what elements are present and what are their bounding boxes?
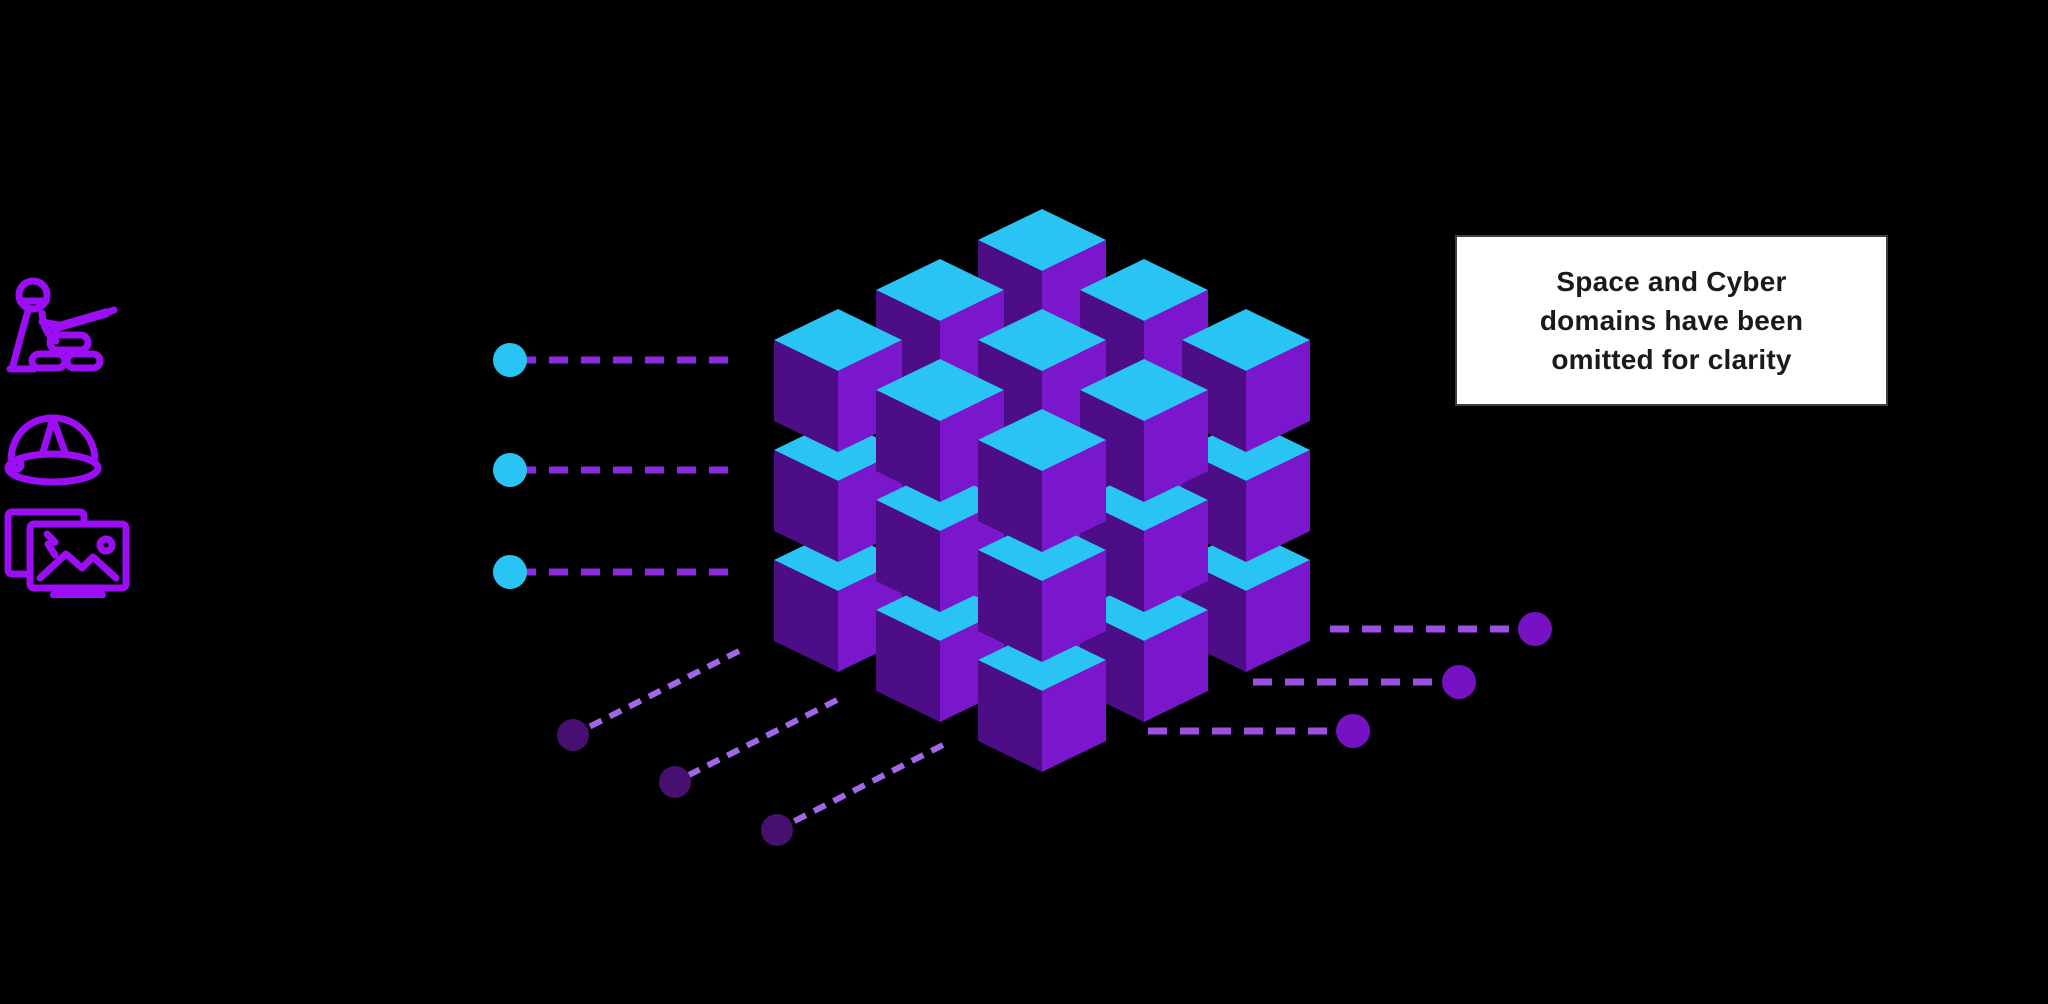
soldier-back	[8, 307, 32, 373]
cube-left-face	[774, 450, 838, 562]
soldier-rifle	[49, 308, 111, 333]
mountains-glyph	[36, 550, 120, 582]
cube-left-face	[876, 610, 940, 722]
lightning-glyph	[43, 530, 59, 559]
cube-stack	[774, 209, 1310, 772]
note-line-1: Space and Cyber	[1556, 266, 1787, 297]
callout-dot	[1442, 665, 1476, 699]
cube-right-face	[1042, 550, 1106, 662]
callout-lines	[493, 343, 1552, 846]
sandbag-bottom-right	[63, 350, 104, 372]
soldier-sniper-strokes	[6, 277, 118, 373]
callout-dot	[493, 555, 527, 589]
cube-right-face	[1246, 450, 1310, 562]
note-box: Space and Cyber domains have been omitte…	[1455, 235, 1888, 406]
cube-right-face	[1042, 660, 1106, 772]
cube-right-face	[1042, 440, 1106, 552]
helmet-seam-right	[49, 415, 69, 456]
monitor-image-strokes	[4, 508, 130, 598]
callout-dot	[557, 719, 589, 751]
callout-dot	[761, 814, 793, 846]
cube-right-face	[1144, 610, 1208, 722]
combat-helmet-strokes	[4, 414, 102, 486]
cube-right-face	[1144, 500, 1208, 612]
monitor-image-icon	[4, 508, 130, 598]
helmet-strap-knob	[9, 457, 25, 473]
callout-dot	[1336, 714, 1370, 748]
right-callout-group	[1148, 612, 1552, 748]
cube-right-face	[1246, 560, 1310, 672]
cube-left-face	[774, 560, 838, 672]
cube-right-face	[1246, 340, 1310, 452]
sun-glyph	[96, 535, 116, 555]
cube-left-face	[978, 550, 1042, 662]
callout-dash-line	[673, 697, 839, 785]
callout-dash-line	[571, 648, 741, 738]
left-callout-group	[493, 343, 728, 589]
soldier-sniper-icon	[6, 277, 118, 373]
sandbag-bottom-left	[28, 350, 69, 372]
combat-helmet-icon	[4, 414, 102, 486]
cube-left-face	[978, 660, 1042, 772]
cube-left-face	[978, 440, 1042, 552]
callout-dot	[493, 343, 527, 377]
helmet-brim	[4, 450, 102, 486]
soldier-head	[15, 277, 51, 313]
callout-dash-line	[775, 742, 945, 833]
callout-dot	[493, 453, 527, 487]
cube-left-face	[774, 340, 838, 452]
note-line-2: domains have been	[1539, 305, 1804, 336]
cube-right-face	[1144, 390, 1208, 502]
note-line-3: omitted for clarity	[1551, 344, 1792, 375]
bottom_left-callout-group	[557, 648, 945, 846]
callout-dot	[659, 766, 691, 798]
cube-left-face	[876, 390, 940, 502]
sandbag-top	[46, 331, 92, 354]
cube-left-face	[876, 500, 940, 612]
soldier-rifle-muzzle	[102, 306, 118, 317]
callout-dot	[1518, 612, 1552, 646]
